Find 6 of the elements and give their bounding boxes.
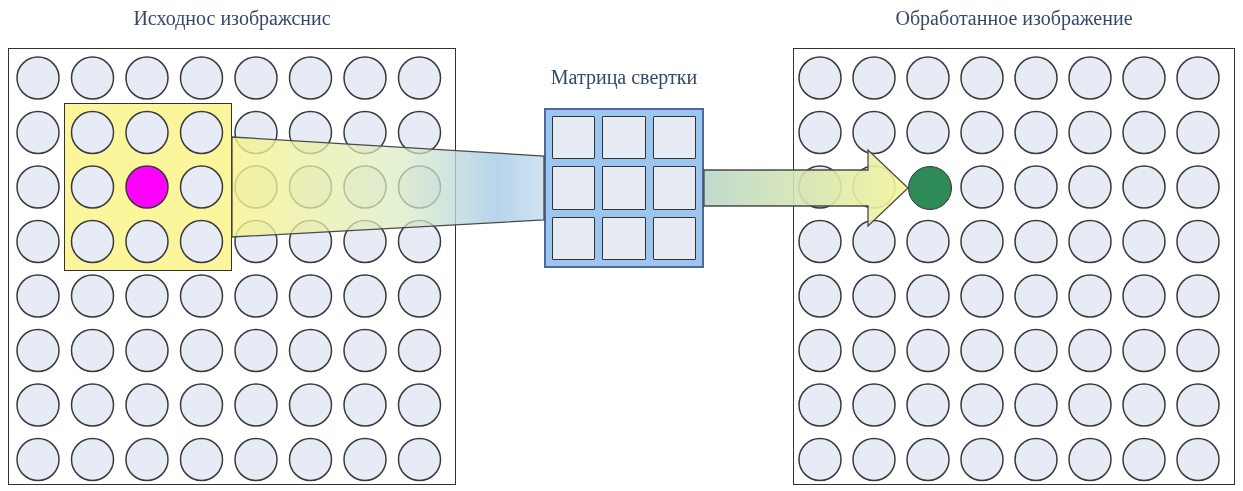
panel-title: Обработанное изображение — [894, 7, 1134, 30]
panel-title: Матрица свертки — [549, 66, 699, 89]
result-pixel — [908, 166, 952, 210]
block-arrow — [703, 148, 909, 228]
projection-wedge — [231, 136, 545, 238]
panel-title: Исходнос изображснис — [132, 7, 332, 30]
